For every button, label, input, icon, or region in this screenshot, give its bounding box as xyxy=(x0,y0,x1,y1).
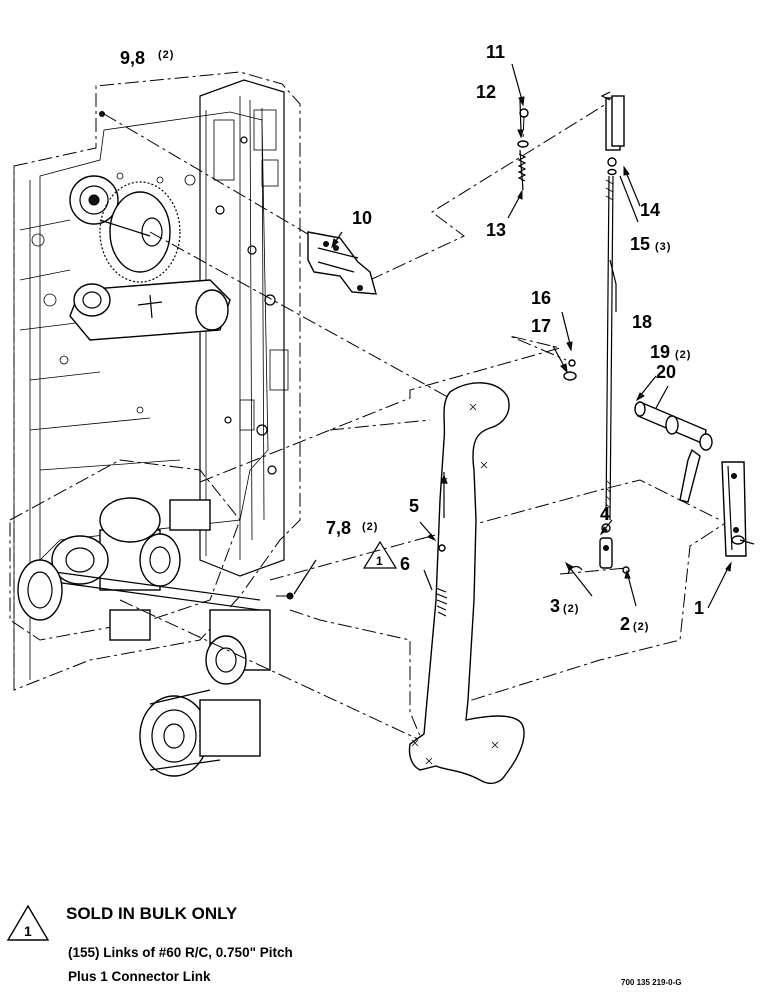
triangle-1-icon-label: 1 xyxy=(376,554,383,568)
document-number: 700 135 219-0-G xyxy=(621,978,682,987)
upper-bracket-part-14 xyxy=(600,91,625,176)
arm-part-1 xyxy=(721,461,755,557)
callout-1: 1 xyxy=(694,598,704,618)
callout-7-8-qty: (2) xyxy=(362,521,378,533)
svg-text:1: 1 xyxy=(24,923,32,939)
callout-11: 11 xyxy=(486,42,505,62)
shaft-part-20 xyxy=(634,401,713,503)
note-line-1: (155) Links of #60 R/C, 0.750" Pitch xyxy=(68,945,293,960)
callout-6: 6 xyxy=(400,554,410,574)
leader-lines xyxy=(293,63,732,609)
rod-part-18 xyxy=(605,175,614,521)
callout-16: 16 xyxy=(531,288,551,308)
fasteners xyxy=(99,111,630,600)
callout-9-8: 9,8 xyxy=(120,48,145,68)
callout-5: 5 xyxy=(409,496,419,516)
callout-19: 19 xyxy=(650,342,670,362)
callout-13: 13 xyxy=(486,220,506,240)
callout-15: 15 xyxy=(630,234,650,254)
parts-16-17 xyxy=(563,359,577,381)
triangle-1-icon: 1 xyxy=(6,904,50,941)
note-line-2: Plus 1 Connector Link xyxy=(68,969,211,984)
bracket-part-10 xyxy=(307,231,377,295)
callout-9-8-qty: (2) xyxy=(158,49,174,61)
yoke-part-4 xyxy=(599,523,613,569)
triangle-1-icon xyxy=(362,540,398,569)
alignment-lines xyxy=(103,103,731,761)
callout-14: 14 xyxy=(640,200,660,220)
callout-12: 12 xyxy=(476,82,496,102)
callout-19-qty: (2) xyxy=(675,349,691,361)
note-title: SOLD IN BULK ONLY xyxy=(66,904,238,923)
callout-18: 18 xyxy=(632,312,652,332)
callouts: 9,8 (2) 10 11 12 13 14 15 (3) 16 17 18 1… xyxy=(120,42,704,634)
callout-10: 10 xyxy=(352,208,372,228)
callout-2-qty: (2) xyxy=(633,621,649,633)
callout-3-qty: (2) xyxy=(563,603,579,615)
callout-3: 3 xyxy=(550,596,560,616)
callout-15-qty: (3) xyxy=(655,241,671,253)
spring-parts-11-13 xyxy=(517,108,529,191)
callout-4: 4 xyxy=(600,504,610,524)
roller-chain-part-6 xyxy=(408,382,525,785)
callout-7-8: 7,8 xyxy=(326,518,351,538)
callout-20: 20 xyxy=(656,362,676,382)
baler-frame-assembly xyxy=(9,71,301,777)
callout-2: 2 xyxy=(620,614,630,634)
callout-17: 17 xyxy=(531,316,551,336)
